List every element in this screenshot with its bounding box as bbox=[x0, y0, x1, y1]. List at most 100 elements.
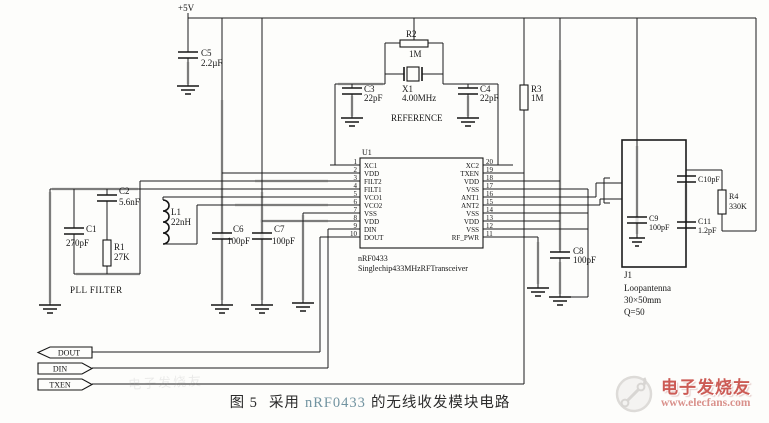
resistor-r1: R1 27K bbox=[102, 239, 130, 267]
pin-name: TXEN bbox=[460, 170, 479, 178]
component-value: 100pF bbox=[272, 236, 295, 246]
component-value: 100pF bbox=[573, 255, 596, 265]
ghost-watermark: 电子发烧友 bbox=[127, 373, 204, 392]
component-value: 1.2pF bbox=[698, 226, 717, 235]
component-value: 2.2µF bbox=[201, 58, 222, 68]
pin-number: 13 bbox=[486, 214, 494, 222]
component-value: 22pF bbox=[480, 93, 499, 103]
component-ref: C5 bbox=[201, 48, 212, 58]
pin-name: XC1 bbox=[364, 162, 378, 170]
pin-number: 20 bbox=[486, 158, 494, 166]
resistor-symbol bbox=[717, 189, 727, 215]
pin-name: VCO2 bbox=[364, 202, 383, 210]
pin-number: 6 bbox=[354, 198, 358, 206]
component-value: 270pF bbox=[66, 238, 89, 248]
pin-name: FILT2 bbox=[364, 178, 382, 186]
capacitor-symbol bbox=[97, 194, 117, 202]
caption-part-number: nRF0433 bbox=[304, 395, 366, 411]
txen-label: TXEN bbox=[49, 381, 71, 390]
pin-number: 16 bbox=[486, 190, 494, 198]
pin-name: VCO1 bbox=[364, 194, 383, 202]
site-watermark-text: 电子发烧友 www.elecfans.com bbox=[661, 378, 751, 409]
figure-number: 图 5 bbox=[229, 395, 258, 411]
component-ref: C11 bbox=[698, 217, 711, 226]
logo-pad bbox=[620, 398, 630, 408]
component-value: 4.00MHz bbox=[402, 93, 436, 103]
pin-number: 4 bbox=[354, 182, 358, 190]
capacitor-symbol bbox=[677, 175, 696, 183]
pin-name: VSS bbox=[466, 210, 479, 218]
component-ref: C6 bbox=[233, 224, 244, 234]
component-ref: C8 bbox=[573, 246, 584, 256]
ic-ref: U1 bbox=[362, 148, 372, 157]
pin-name: VDD bbox=[464, 218, 479, 226]
ic-body bbox=[359, 157, 484, 249]
component-ref: R1 bbox=[114, 242, 125, 252]
pin-name: FILT1 bbox=[364, 186, 382, 194]
ic-u1: U1 1 2 3 4 5 6 7 8 9 10 XC1 VDD FILT2 FI… bbox=[350, 148, 494, 273]
antenna-connector bbox=[603, 177, 610, 204]
caption-prefix: 采用 bbox=[268, 395, 300, 411]
pin-name: VSS bbox=[364, 210, 377, 218]
caption-suffix: 的无线收发模块电路 bbox=[370, 395, 511, 411]
component-value: 1M bbox=[531, 93, 544, 103]
pin-number: 19 bbox=[486, 166, 494, 174]
capacitor-c3: C3 22pF bbox=[342, 84, 383, 103]
txen-flag bbox=[37, 378, 94, 391]
component-value: 5.6nF bbox=[119, 197, 140, 207]
io-connectors: DOUT DIN TXEN bbox=[36, 346, 94, 391]
component-ref: C9 bbox=[649, 214, 658, 223]
capacitor-symbol bbox=[342, 87, 362, 95]
component-ref: R3 bbox=[531, 84, 542, 94]
component-value: 100pF bbox=[227, 236, 250, 246]
component-ref: R2 bbox=[406, 29, 417, 39]
pin-number: 7 bbox=[354, 206, 358, 214]
antenna-outline bbox=[621, 139, 687, 268]
component-ref: R4 bbox=[729, 192, 738, 201]
capacitor-c5: C5 2.2µF bbox=[178, 48, 222, 68]
pin-name: DIN bbox=[364, 226, 376, 234]
pin-number: 15 bbox=[486, 198, 494, 206]
capacitor-symbol bbox=[627, 216, 647, 224]
component-ref: X1 bbox=[402, 84, 413, 94]
component-value: 22pF bbox=[364, 93, 383, 103]
pll-filter-label: PLL FILTER bbox=[70, 285, 123, 295]
circuit-wires bbox=[49, 13, 757, 385]
pin-name: RF_PWR bbox=[452, 234, 480, 242]
ic-part-description: Singlechip433MHzRFTransceiver bbox=[358, 264, 468, 273]
component-ref: C3 bbox=[364, 84, 375, 94]
pin-name: VDD bbox=[364, 170, 379, 178]
pin-number: 2 bbox=[354, 166, 358, 174]
pin-name: VDD bbox=[364, 218, 379, 226]
resistor-symbol bbox=[399, 39, 429, 48]
crystal-plates bbox=[403, 67, 423, 81]
component-value: 22nH bbox=[171, 217, 192, 227]
capacitor-symbol bbox=[550, 251, 570, 259]
pin-number: 11 bbox=[486, 230, 493, 238]
pin-name: DOUT bbox=[364, 234, 384, 242]
component-value: 100pF bbox=[649, 223, 670, 232]
wire bbox=[49, 13, 757, 385]
site-watermark: 电子发烧友 www.elecfans.com bbox=[612, 365, 769, 423]
pin-number: 3 bbox=[354, 174, 358, 182]
capacitor-c10: C10pF bbox=[677, 175, 720, 184]
power-rail-label: +5V bbox=[178, 3, 195, 13]
crystal-body bbox=[406, 66, 420, 82]
dout-label: DOUT bbox=[58, 349, 80, 358]
ic-part-number: nRF0433 bbox=[358, 254, 388, 263]
component-label: C10pF bbox=[698, 175, 720, 184]
inductor-l1: L1 22nH bbox=[162, 199, 192, 245]
antenna-ref: J1 bbox=[624, 270, 632, 280]
elecfans-logo-icon bbox=[615, 375, 653, 413]
ground-symbols bbox=[39, 85, 645, 314]
pin-name: ANT1 bbox=[461, 194, 479, 202]
pin-number: 5 bbox=[354, 190, 358, 198]
pin-number: 12 bbox=[486, 222, 494, 230]
capacitor-c4: C4 22pF bbox=[458, 84, 499, 103]
crystal-x1: X1 4.00MHz bbox=[402, 66, 436, 103]
pin-number: 18 bbox=[486, 174, 494, 182]
resistor-symbol bbox=[102, 239, 112, 267]
capacitor-symbol bbox=[677, 221, 696, 229]
